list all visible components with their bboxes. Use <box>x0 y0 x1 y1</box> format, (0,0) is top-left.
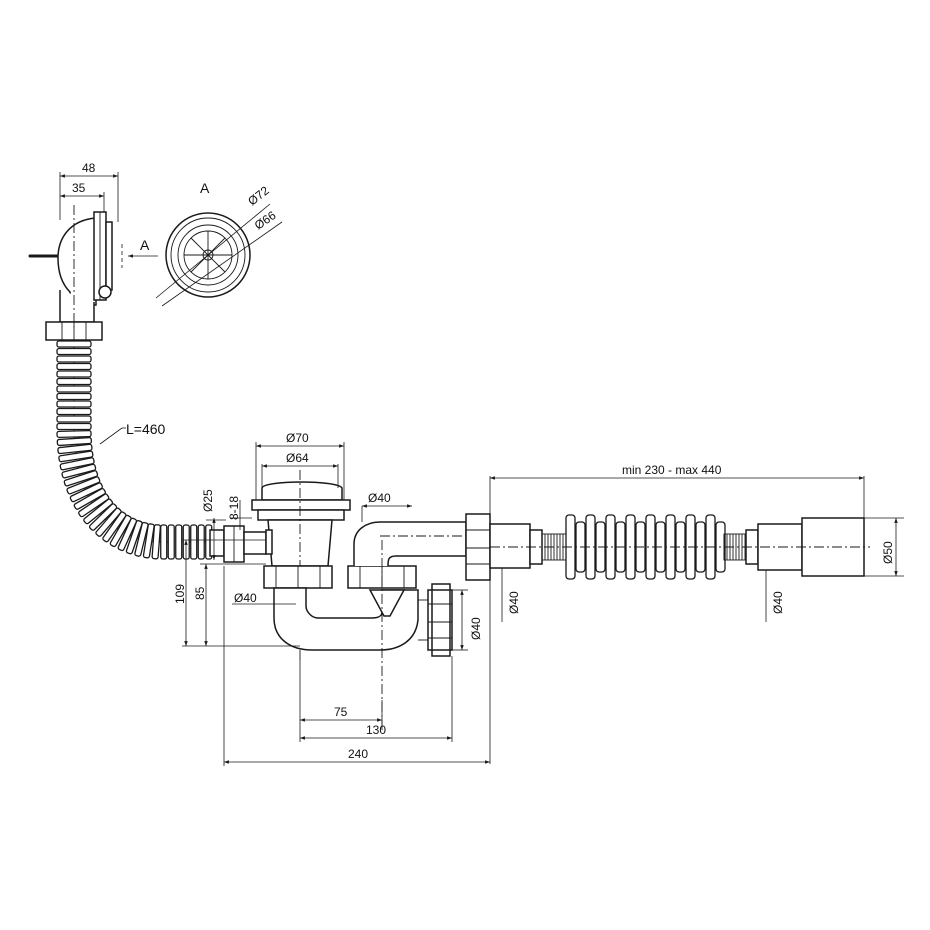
hose-rib <box>56 362 92 371</box>
dim-d72-label: Ø72 <box>245 183 272 208</box>
dim-flex-range-label: min 230 - max 440 <box>622 463 722 477</box>
view-a-overflow-front: A Ø72 Ø66 <box>155 180 283 307</box>
hose-rib <box>56 340 92 348</box>
dim-outlet-left-label: Ø40 <box>234 591 257 605</box>
dim-d66-label: Ø66 <box>252 208 279 232</box>
overflow-assembly <box>28 205 113 341</box>
hose-rib <box>160 524 168 560</box>
dim-outlet-mid-label: Ø40 <box>507 591 521 614</box>
hose-rib <box>56 415 92 423</box>
hose-rib <box>142 523 155 559</box>
overflow-dimensions: 48 35 <box>59 161 119 222</box>
hose-rib <box>66 476 101 495</box>
hose-rib <box>117 517 138 552</box>
overflow-hose: L=460 <box>56 340 267 563</box>
dim-d70-label: Ø70 <box>286 431 309 445</box>
hose-rib <box>56 407 92 416</box>
hose-rib <box>56 377 92 386</box>
hose-rib <box>56 355 92 363</box>
hose-rib <box>175 524 183 560</box>
hose-rib <box>167 524 175 560</box>
hose-rib <box>56 422 92 431</box>
hose-rib <box>69 482 103 503</box>
hose-rib <box>56 400 92 408</box>
hose-rib <box>197 524 205 560</box>
hose-rib <box>58 450 94 463</box>
hose-rib <box>59 457 95 471</box>
view-a-label: A <box>200 180 210 196</box>
hose-rib <box>190 524 198 560</box>
hose-rib <box>61 463 97 479</box>
hose-rib <box>109 514 132 548</box>
hose-rib <box>73 487 106 510</box>
main-dimensions: Ø70 Ø64 Ø25 8-18 Ø40 Ø40 109 85 Ø40 <box>173 431 904 766</box>
dim-35-label: 35 <box>72 181 86 195</box>
hose-rib <box>56 370 92 378</box>
hose-rib <box>56 347 92 356</box>
hose-rib <box>83 498 114 525</box>
dim-240-label: 240 <box>348 747 368 761</box>
view-arrow: A <box>121 237 158 268</box>
dim-outlet-trap-label: Ø40 <box>469 617 483 640</box>
hose-rib <box>78 493 110 518</box>
dim-130-label: 130 <box>366 723 386 737</box>
hose-rib <box>151 524 161 560</box>
dim-pipe-top-label: Ø40 <box>368 491 391 505</box>
dim-8-18-label: 8-18 <box>227 496 241 520</box>
hose-rib <box>102 511 127 543</box>
hose-rib <box>95 507 122 537</box>
dim-d64-label: Ø64 <box>286 451 309 465</box>
dim-outlet-right-label: Ø40 <box>771 591 785 614</box>
dim-d25-label: Ø25 <box>201 489 215 512</box>
waste-and-trap <box>251 470 531 730</box>
dim-85-label: 85 <box>193 586 207 600</box>
hose-rib <box>63 470 99 487</box>
dim-d50-label: Ø50 <box>881 541 895 564</box>
hose-rib <box>56 385 92 393</box>
dim-109-label: 109 <box>173 584 187 604</box>
hose-rib <box>56 436 93 447</box>
hose-rib <box>134 521 149 557</box>
hose-rib <box>56 430 92 438</box>
hose-rib <box>56 392 92 401</box>
dim-75-label: 75 <box>334 705 348 719</box>
hose-rib <box>88 503 118 531</box>
hose-length-label: L=460 <box>126 421 166 437</box>
hose-rib <box>125 520 143 555</box>
dim-48-label: 48 <box>82 161 96 175</box>
view-arrow-label: A <box>140 237 150 253</box>
hose-rib <box>57 443 93 455</box>
outlet-flex-hose <box>490 514 870 580</box>
